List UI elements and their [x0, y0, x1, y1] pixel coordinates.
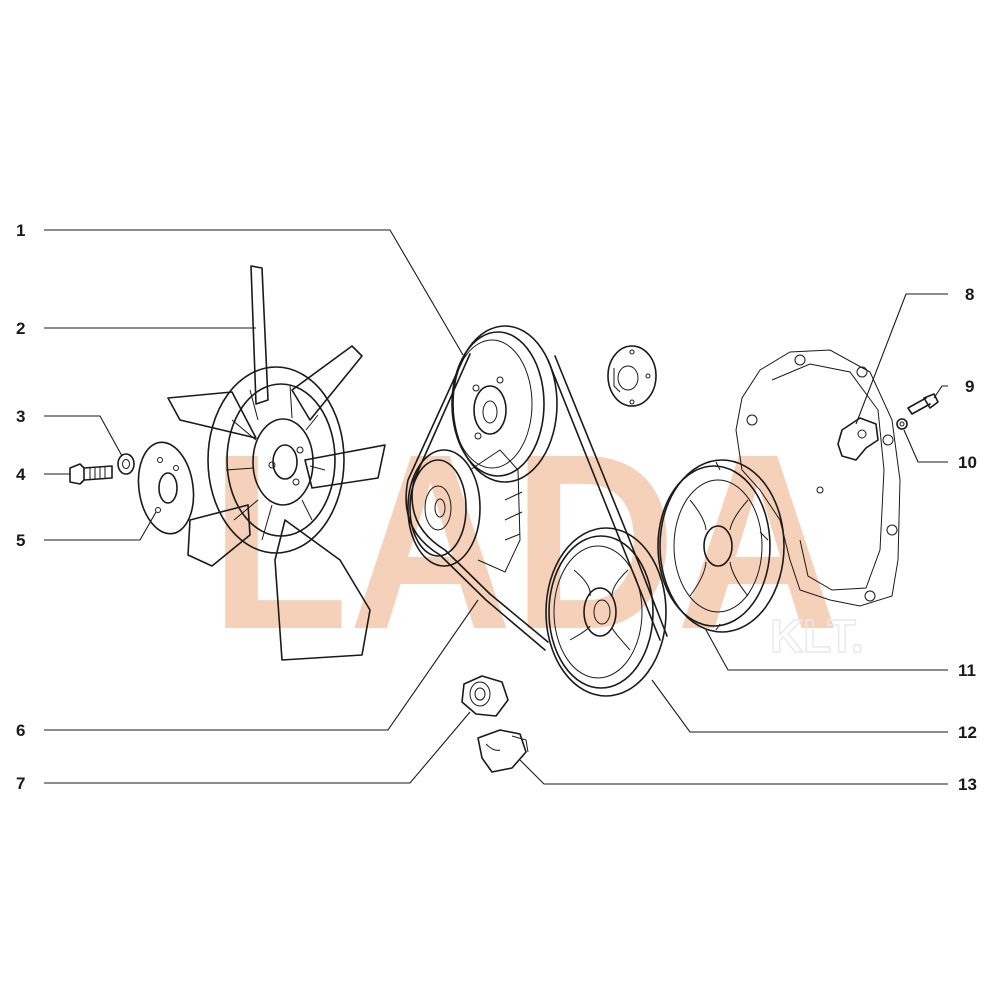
screw	[907, 393, 939, 415]
generator-pulley	[407, 449, 523, 573]
leader-5	[44, 511, 157, 541]
part-2-number[interactable]: 2	[16, 319, 25, 338]
part-7-number[interactable]: 7	[16, 774, 25, 793]
watermark-subtext: KLT.	[770, 610, 864, 662]
watermark-text: LADA	[210, 402, 840, 681]
leader-10	[903, 429, 948, 463]
part-12-number[interactable]: 12	[958, 723, 977, 742]
v-belt	[405, 353, 668, 651]
nut	[461, 675, 509, 717]
small-washer	[896, 418, 908, 430]
sensor-bracket	[837, 417, 879, 461]
part-9-number[interactable]: 9	[965, 377, 974, 396]
engine-front-cover	[735, 349, 901, 607]
part-11-number[interactable]: 11	[958, 661, 976, 680]
callout-labels: 1 2 3 4 5 6 7 8 9 10 11 12 13	[16, 221, 977, 794]
leader-lines	[44, 229, 948, 785]
leader-1	[44, 229, 464, 356]
leader-11	[705, 629, 948, 671]
leader-8	[855, 293, 948, 425]
part-8-number[interactable]: 8	[965, 285, 974, 304]
spacer-plate	[137, 441, 195, 535]
part-4-number[interactable]: 4	[16, 465, 26, 484]
timing-pulley	[657, 459, 785, 633]
crankshaft-pulley	[545, 527, 667, 697]
leader-3	[44, 415, 123, 457]
leader-12	[651, 679, 948, 733]
water-pump-pulley	[451, 325, 558, 483]
leader-7	[44, 711, 471, 784]
part-6-number[interactable]: 6	[16, 721, 25, 740]
part-10-number[interactable]: 10	[958, 453, 977, 472]
part-13-number[interactable]: 13	[958, 775, 977, 794]
part-1-number[interactable]: 1	[16, 221, 25, 240]
leader-6	[44, 599, 479, 731]
bushing	[607, 345, 657, 407]
part-3-number[interactable]: 3	[16, 407, 25, 426]
leader-9	[933, 385, 948, 399]
part-5-number[interactable]: 5	[16, 531, 25, 550]
bolt	[69, 463, 113, 485]
leader-13	[519, 759, 948, 785]
washer	[117, 453, 135, 475]
ratchet-fitting	[477, 729, 529, 773]
fan	[167, 265, 386, 661]
